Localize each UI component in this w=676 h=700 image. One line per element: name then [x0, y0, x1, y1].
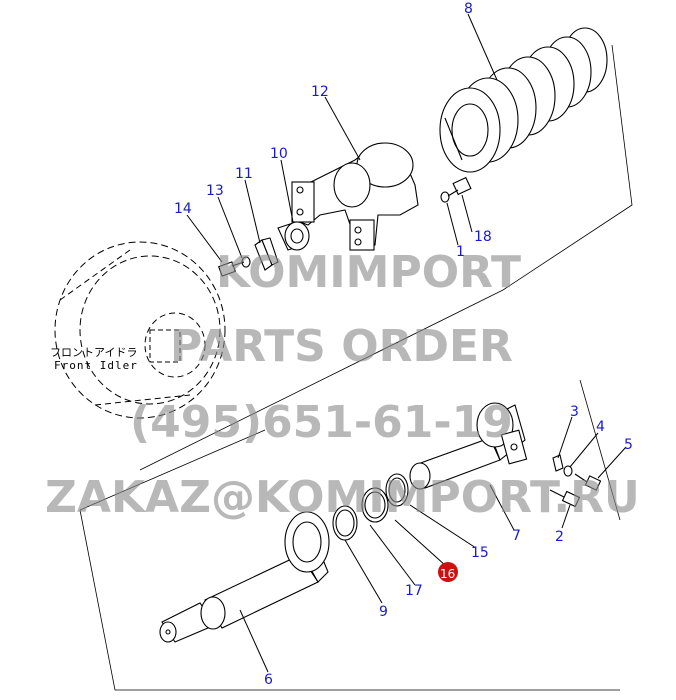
callout-9[interactable]: 9	[379, 604, 388, 620]
callout-10[interactable]: 10	[270, 146, 288, 162]
upper-frame-outline	[139, 44, 633, 471]
washer-13	[241, 256, 251, 268]
callout-5[interactable]: 5	[624, 437, 633, 453]
callout-18[interactable]: 18	[474, 229, 492, 245]
callout-11[interactable]: 11	[235, 166, 253, 182]
shaft-6	[159, 511, 330, 643]
leader-lines	[186, 13, 627, 673]
callout-1[interactable]: 1	[456, 244, 465, 260]
washer-1	[440, 191, 450, 203]
front-idler-phantom	[54, 241, 226, 419]
idler-label-jp: フロントアイドラ	[50, 346, 137, 359]
recoil-spring	[439, 27, 608, 173]
watermark-line-2: PARTS ORDER	[170, 321, 513, 372]
watermark-line-4: ZAKAZ@KOMIMPORT.RU	[45, 472, 640, 523]
callout-2[interactable]: 2	[555, 529, 564, 545]
callout-3[interactable]: 3	[570, 404, 579, 420]
grease-fitting-2	[549, 489, 581, 508]
bolt-5	[574, 473, 602, 491]
bushing-10	[277, 221, 310, 251]
watermark-line-1: KOMIMPORT	[216, 247, 521, 298]
callout-numbers: 8 12 10 11 13 14 18 1 3 4 5 2 7 15 16 17…	[174, 1, 633, 688]
callout-12[interactable]: 12	[311, 84, 329, 100]
rod-7	[409, 402, 528, 490]
callout-8[interactable]: 8	[464, 1, 473, 17]
yoke-bracket	[291, 142, 419, 251]
watermark: KOMIMPORT PARTS ORDER (495)651-61-19 ZAK…	[45, 247, 640, 523]
lower-frame-outline	[79, 379, 621, 691]
highlight-marker-icon[interactable]	[438, 562, 458, 582]
callout-17[interactable]: 17	[405, 583, 423, 599]
idler-label-en: Front Idler	[54, 359, 138, 372]
ring-17	[361, 487, 389, 523]
callout-14[interactable]: 14	[174, 201, 192, 217]
callout-13[interactable]: 13	[206, 183, 224, 199]
callout-6[interactable]: 6	[264, 672, 273, 688]
ring-15	[385, 473, 409, 507]
callout-4[interactable]: 4	[596, 419, 605, 435]
callout-15[interactable]: 15	[471, 545, 489, 561]
callout-16[interactable]: 16	[440, 567, 455, 581]
washer-4	[563, 465, 573, 477]
bolt-18	[447, 176, 472, 197]
callout-7[interactable]: 7	[512, 528, 521, 544]
bolt-14	[218, 261, 245, 277]
watermark-line-3: (495)651-61-19	[130, 397, 513, 448]
fitting-3	[552, 454, 564, 472]
